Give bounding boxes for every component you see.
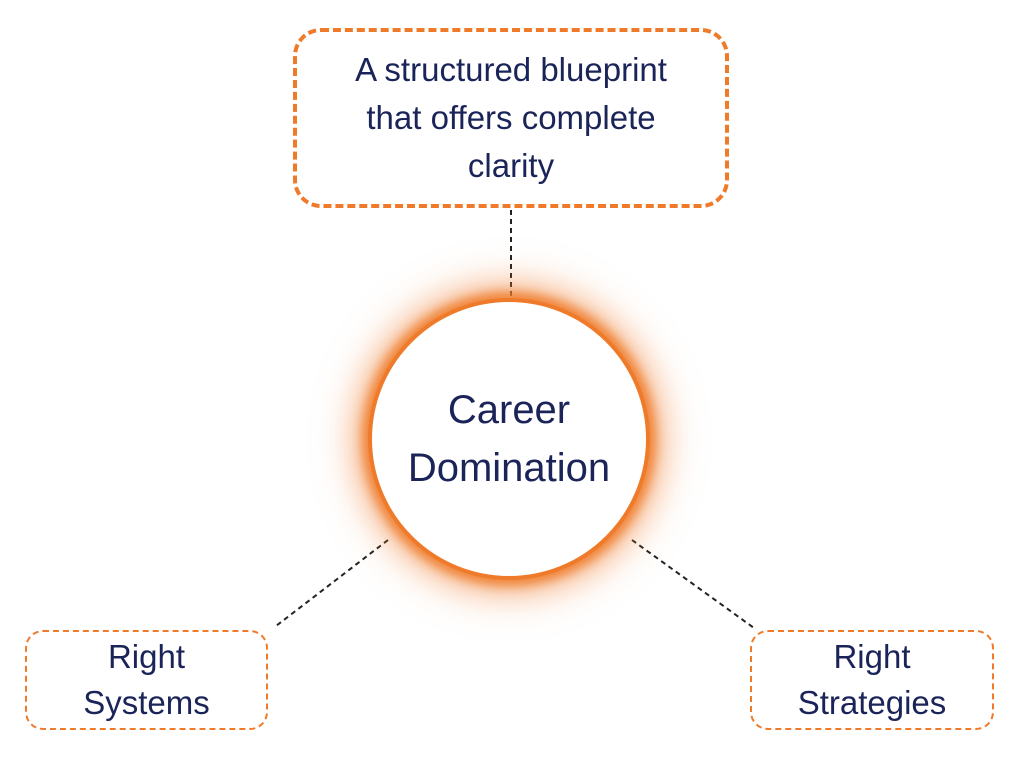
- right-node-text: Right Strategies: [798, 634, 947, 726]
- right-node-box: Right Strategies: [750, 630, 994, 730]
- top-node-box: A structured blueprint that offers compl…: [293, 28, 729, 208]
- left-node-line-1: Right: [107, 638, 186, 675]
- left-node-line-2: Systems: [83, 684, 210, 721]
- top-node-line-3: clarity: [467, 147, 555, 184]
- connector-right: [631, 539, 755, 629]
- connector-left: [275, 539, 389, 627]
- left-node-box: Right Systems: [25, 630, 268, 730]
- left-node-text: Right Systems: [83, 634, 210, 726]
- center-node-text: Career Domination: [408, 381, 610, 497]
- right-node-line-2: Strategies: [797, 684, 947, 721]
- center-node-circle: Career Domination: [368, 298, 650, 580]
- center-node-line-2: Domination: [407, 446, 611, 490]
- center-node-line-1: Career: [447, 388, 571, 432]
- top-node-text: A structured blueprint that offers compl…: [355, 46, 667, 190]
- top-node-line-2: that offers complete: [366, 99, 656, 136]
- right-node-line-1: Right: [833, 638, 911, 675]
- top-node-line-1: A structured blueprint: [355, 51, 667, 88]
